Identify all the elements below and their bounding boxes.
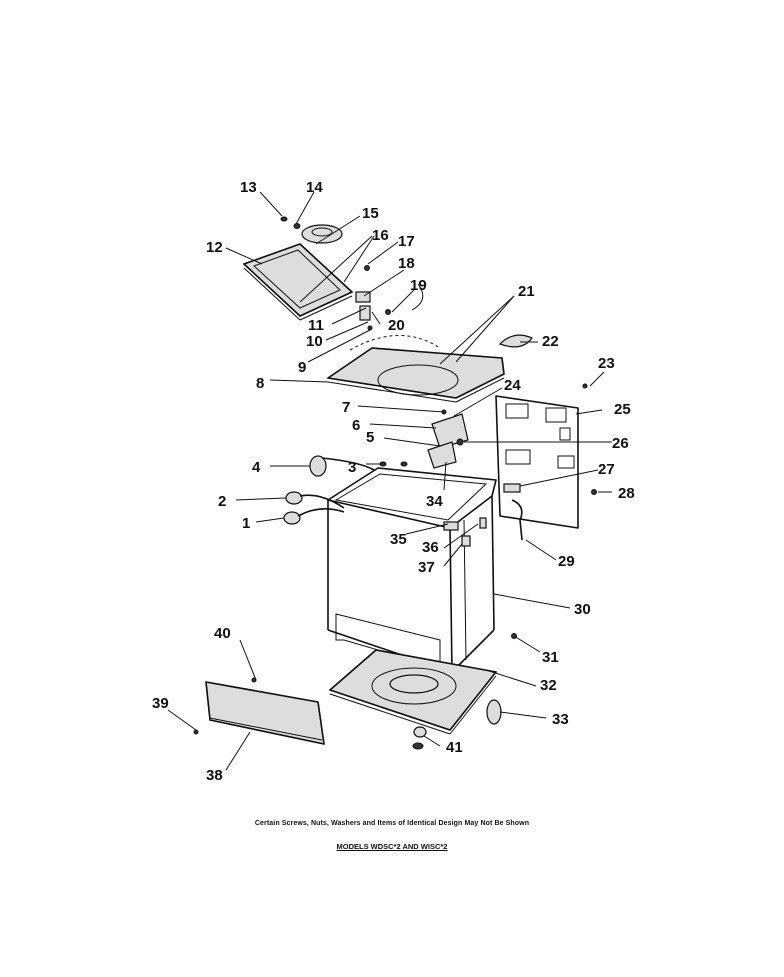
part-label-19: 19: [410, 277, 427, 294]
hose-parts-1-2-4: [283, 455, 375, 525]
part-label-20: 20: [388, 317, 405, 334]
cabinet-part-30: [327, 467, 497, 673]
part-label-38: 38: [206, 767, 223, 784]
part-label-41: 41: [446, 739, 463, 756]
part-label-2: 2: [218, 493, 226, 510]
part-label-30: 30: [574, 601, 591, 618]
small-parts-3: [379, 461, 408, 467]
leader-lines: [167, 191, 612, 771]
console-part-25: [495, 383, 597, 529]
part-label-9: 9: [298, 359, 306, 376]
footnote-text: Certain Screws, Nuts, Washers and Items …: [254, 820, 530, 827]
part-label-35: 35: [390, 531, 407, 548]
part-label-5: 5: [366, 429, 374, 446]
cap-part-22: [498, 334, 533, 348]
part-label-17: 17: [398, 233, 415, 250]
part-label-21: 21: [518, 283, 535, 300]
switch-parts-5-6-24-26-34: [427, 409, 469, 469]
knob-part-14-15: [280, 216, 343, 244]
part-label-28: 28: [618, 485, 635, 502]
part-label-11: 11: [308, 317, 324, 334]
part-label-10: 10: [306, 333, 323, 350]
part-label-32: 32: [540, 677, 557, 694]
part-label-15: 15: [362, 205, 379, 222]
part-label-1: 1: [242, 515, 250, 532]
part-label-37: 37: [418, 559, 435, 576]
part-label-6: 6: [352, 417, 360, 434]
part-label-14: 14: [306, 179, 323, 196]
part-label-8: 8: [256, 375, 264, 392]
part-label-25: 25: [614, 401, 631, 418]
part-label-39: 39: [152, 695, 169, 712]
base-part-32: [328, 649, 498, 735]
part-label-18: 18: [398, 255, 415, 272]
part-label-23: 23: [598, 355, 615, 372]
part-label-31: 31: [542, 649, 559, 666]
part-label-33: 33: [552, 711, 569, 728]
leg-parts-31-33-41: [412, 633, 517, 750]
part-label-24: 24: [504, 377, 521, 394]
part-label-7: 7: [342, 399, 350, 416]
part-label-13: 13: [240, 179, 257, 196]
part-label-4: 4: [252, 459, 261, 476]
part-label-26: 26: [612, 435, 629, 452]
part-label-34: 34: [426, 493, 443, 510]
front-panel-part-38: [193, 677, 325, 745]
part-label-40: 40: [214, 625, 231, 642]
part-label-27: 27: [598, 461, 615, 478]
part-label-36: 36: [422, 539, 439, 556]
top-panel-part-8: [326, 335, 505, 403]
bracket-parts-27-29: [503, 483, 523, 541]
part-label-16: 16: [372, 227, 389, 244]
part-label-22: 22: [542, 333, 559, 350]
part-label-12: 12: [206, 239, 223, 256]
models-caption: MODELS WDSC*2 AND WISC*2: [336, 842, 448, 851]
part-label-29: 29: [558, 553, 575, 570]
lid-part-12: [242, 243, 354, 321]
hinge-parts-10-11-18-20: [355, 265, 391, 331]
part-label-3: 3: [348, 459, 356, 476]
